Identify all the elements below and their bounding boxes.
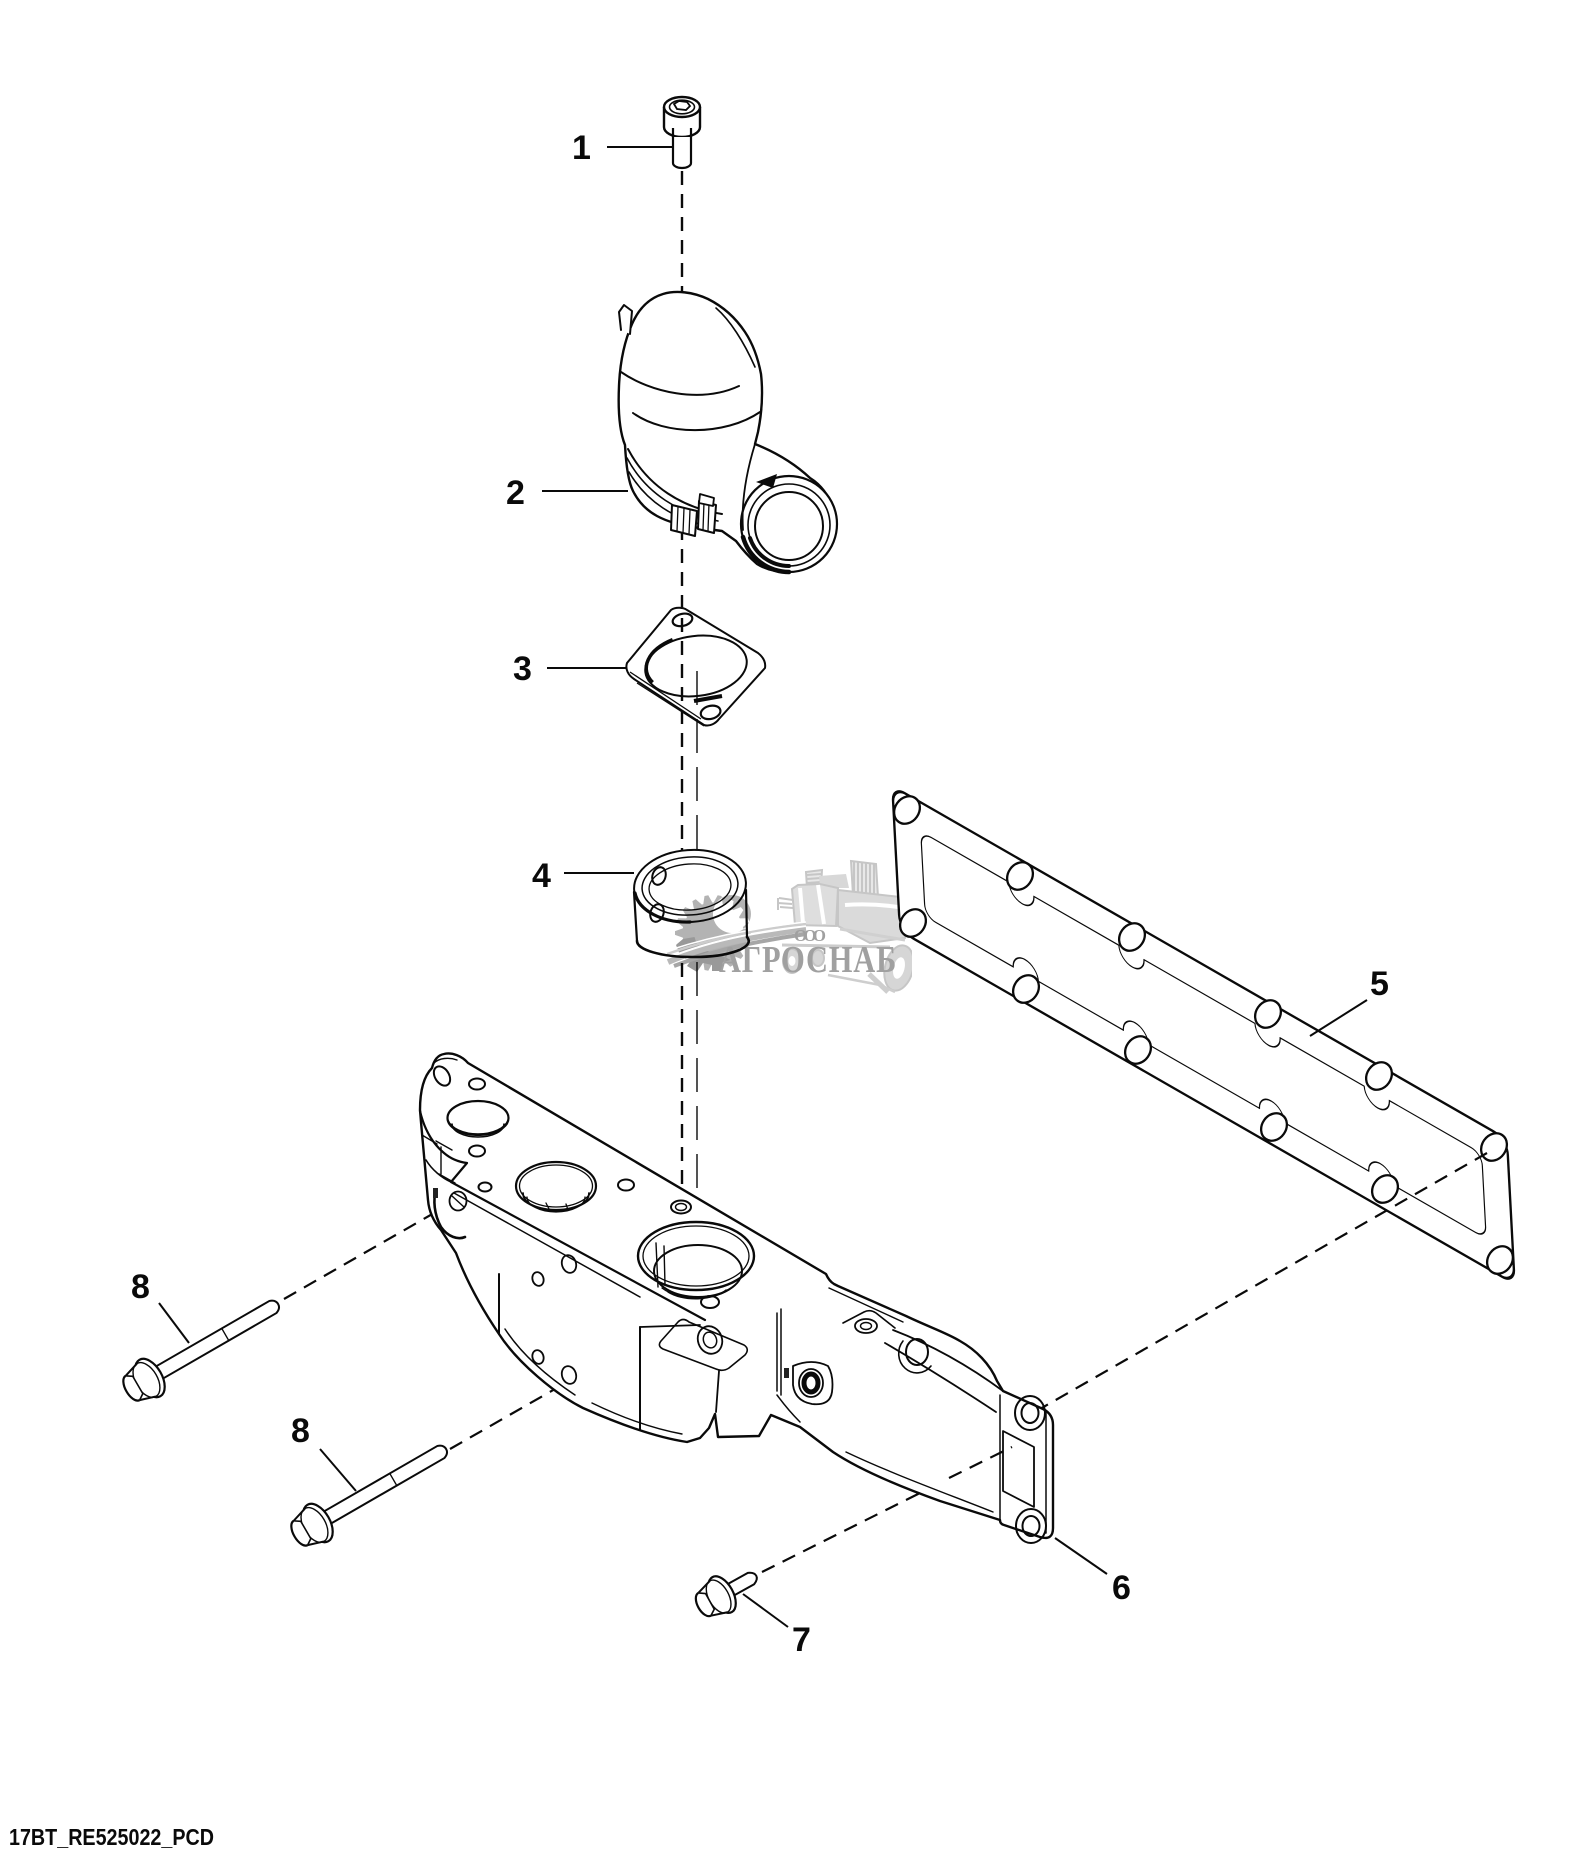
svg-text:17BT_RE525022_PCD: 17BT_RE525022_PCD — [9, 1824, 214, 1850]
svg-text:1: 1 — [572, 129, 591, 167]
svg-text:3: 3 — [513, 650, 532, 688]
svg-text:8: 8 — [131, 1268, 150, 1306]
svg-text:OOO: OOO — [794, 926, 828, 945]
svg-text:5: 5 — [1370, 965, 1389, 1003]
svg-text:4: 4 — [532, 857, 551, 895]
svg-text:АГРОСНАБ: АГРОСНАБ — [719, 939, 897, 981]
svg-text:8: 8 — [291, 1412, 310, 1450]
svg-text:2: 2 — [506, 474, 525, 512]
svg-text:6: 6 — [1112, 1569, 1131, 1607]
svg-text:7: 7 — [792, 1621, 811, 1659]
